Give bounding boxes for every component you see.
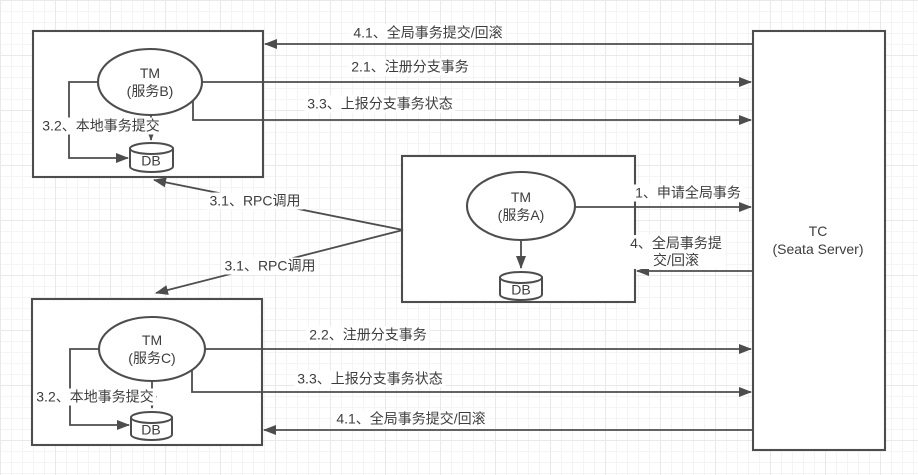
label-c-local-commit: 3.2、本地事务提交 — [33, 388, 157, 406]
label-b-report-branch-status: 3.3、上报分支事务状态 — [304, 95, 456, 113]
db-service-c-label: DB — [141, 421, 161, 438]
db-service-b-label: DB — [141, 152, 161, 169]
label-a-open-global: 1、申请全局事务 — [632, 184, 744, 202]
edge-b-report-branch-status — [192, 88, 752, 125]
label-tc-to-a-commit: 4、全局事务提 交/回滚 — [627, 235, 725, 269]
label-rpc-call-to-b: 3.1、RPC调用 — [206, 192, 304, 210]
tm-service-b-title: TM — [139, 65, 161, 81]
tm-service-c-ellipse — [97, 315, 207, 383]
label-b-register-branch: 2.1、注册分支事务 — [348, 58, 472, 76]
label-rpc-call-to-c: 3.1、RPC调用 — [221, 257, 319, 275]
db-service-b-cylinder — [129, 142, 174, 173]
tm-service-a-title: TM — [510, 189, 532, 205]
tc-label: TC (Seata Server) — [772, 222, 863, 258]
label-c-report-branch-status: 3.3、上报分支事务状态 — [294, 370, 446, 388]
label-b-local-commit: 3.2、本地事务提交 — [39, 117, 163, 135]
tm-service-a-ellipse — [465, 170, 577, 242]
db-service-c-cylinder — [130, 411, 173, 441]
tm-service-c-label: TM (服务C) — [128, 331, 175, 367]
label-c-register-branch: 2.2、注册分支事务 — [306, 326, 430, 344]
tm-service-b-subtitle: (服务B) — [126, 83, 174, 99]
tm-service-b-label: TM (服务B) — [127, 64, 174, 100]
label-tc-to-b-commit: 4.1、全局事务提交/回滚 — [350, 24, 506, 42]
label-tc-to-c-commit: 4.1、全局事务提交/回滚 — [333, 410, 489, 428]
tc-box — [751, 29, 887, 452]
db-service-a-cylinder — [499, 271, 543, 301]
edge-c-report-branch-status — [191, 354, 752, 397]
tm-service-a-label: TM (服务A) — [498, 188, 545, 224]
tm-service-c-subtitle: (服务C) — [128, 350, 176, 366]
label-tc-to-a-commit-line1: 4、全局事务提 — [630, 235, 722, 251]
label-tc-to-a-commit-line2: 交/回滚 — [653, 252, 699, 268]
db-service-a-label: DB — [511, 281, 531, 298]
tm-service-a-subtitle: (服务A) — [497, 207, 545, 223]
tm-service-b-ellipse — [96, 47, 204, 117]
tm-service-c-title: TM — [141, 332, 163, 348]
tc-subtitle: (Seata Server) — [772, 241, 864, 257]
tc-title: TC — [808, 223, 828, 239]
